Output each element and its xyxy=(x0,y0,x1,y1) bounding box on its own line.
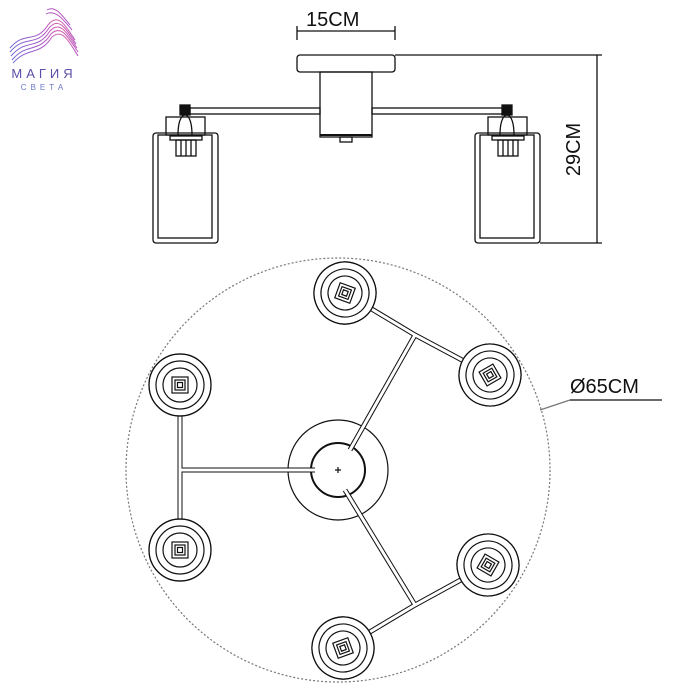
body xyxy=(319,71,373,138)
lamp-cup-2 xyxy=(458,343,522,407)
side-view xyxy=(152,26,602,244)
shade-right xyxy=(474,104,541,244)
shade-left xyxy=(152,104,219,244)
lamp-cup-4 xyxy=(148,518,212,582)
lamp-cup-6 xyxy=(311,616,375,680)
height-dimension-label: 29CM xyxy=(563,122,586,177)
lamp-cup-5 xyxy=(456,533,520,597)
arm-right xyxy=(371,107,511,115)
arm-left xyxy=(189,107,321,115)
diameter-dimension-label: Ø65CM xyxy=(570,376,639,398)
lamp-cup-1 xyxy=(313,261,377,325)
canopy xyxy=(296,54,396,73)
top-view xyxy=(125,257,662,683)
width-dimension-label: 15CM xyxy=(306,9,360,31)
overall-diameter-circle xyxy=(125,257,551,683)
logo-subtitle: СВЕТА xyxy=(20,83,68,92)
lamp-cup-3 xyxy=(148,353,212,417)
arm-left xyxy=(177,385,315,550)
logo-wave-icon xyxy=(9,8,79,64)
logo-name: МАГИЯ xyxy=(11,66,77,81)
